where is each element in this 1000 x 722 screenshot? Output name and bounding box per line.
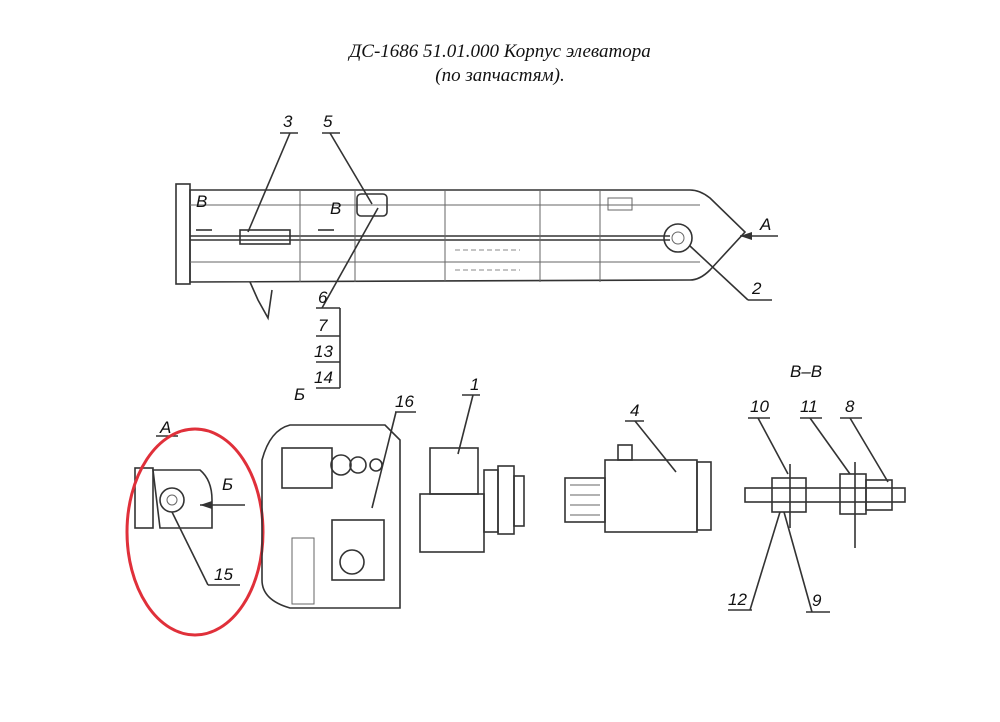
callout-5: 5 xyxy=(323,112,333,131)
section-mark-v-left: В xyxy=(196,192,207,211)
callout-4: 4 xyxy=(630,401,639,420)
section-title-v-v: В–В xyxy=(790,362,822,381)
part-4-motor xyxy=(564,420,712,533)
view-a-detail xyxy=(134,435,245,586)
callout-13: 13 xyxy=(314,342,333,361)
highlight-circle xyxy=(125,427,265,637)
section-v-v xyxy=(728,417,906,613)
elevator-housing-view xyxy=(175,183,778,321)
view-a-arrow-label: А xyxy=(759,215,771,234)
view-b-arrow-label: Б xyxy=(222,475,233,494)
callout-12: 12 xyxy=(728,590,747,609)
callout-6: 6 xyxy=(318,288,328,307)
view-b-gearbox xyxy=(261,411,416,609)
section-mark-v-mid: В xyxy=(330,199,341,218)
callout-15: 15 xyxy=(214,565,233,584)
callout-leaders-top xyxy=(247,132,772,389)
view-a-title: А xyxy=(159,418,171,437)
callout-10: 10 xyxy=(750,397,769,416)
callout-16: 16 xyxy=(395,392,414,411)
callout-1: 1 xyxy=(470,375,479,394)
callout-7: 7 xyxy=(318,316,328,335)
title-line-1: ДС-1686 51.01.000 Корпус элеватора xyxy=(349,41,651,62)
callout-14: 14 xyxy=(314,368,333,387)
title-line-2: (по запчастям). xyxy=(435,65,565,86)
callout-8: 8 xyxy=(845,397,855,416)
part-1-pulley-mount xyxy=(419,394,525,553)
callout-11: 11 xyxy=(800,397,818,416)
callout-2: 2 xyxy=(751,279,762,298)
view-b-title: Б xyxy=(294,385,305,404)
callout-3: 3 xyxy=(283,112,293,131)
callout-9: 9 xyxy=(812,591,822,610)
